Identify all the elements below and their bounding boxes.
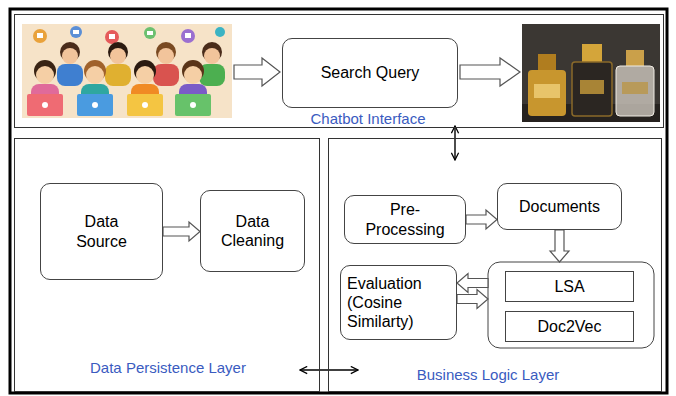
perfume-photo bbox=[622, 82, 648, 94]
people-illustration bbox=[204, 48, 220, 64]
box-label: LSA bbox=[554, 277, 584, 296]
process-box: Pre-Processing bbox=[344, 195, 466, 244]
box-label: Pre-Processing bbox=[351, 200, 459, 238]
people-illustration bbox=[73, 30, 79, 34]
people-illustration bbox=[142, 102, 148, 108]
people-illustration bbox=[37, 33, 43, 38]
box-label: Data Cleaning bbox=[221, 212, 285, 250]
perfume-photo bbox=[534, 84, 560, 98]
flow-arrow bbox=[300, 369, 358, 370]
people-illustration bbox=[33, 29, 47, 43]
perfume-photo bbox=[616, 66, 654, 116]
process-box: Data Cleaning bbox=[200, 190, 305, 272]
people-illustration bbox=[185, 33, 191, 38]
people-illustration bbox=[147, 31, 153, 35]
box-label: Evaluation (Cosine Similarty) bbox=[347, 274, 450, 332]
outer-border bbox=[10, 9, 667, 393]
people-illustration bbox=[144, 27, 156, 39]
layer-label: Chatbot Interface bbox=[310, 110, 425, 128]
perfume-photo bbox=[528, 70, 566, 116]
flow-arrow bbox=[466, 210, 497, 229]
layer-label: Business Logic Layer bbox=[417, 366, 560, 384]
people-illustration bbox=[181, 29, 195, 43]
process-box: Doc2Vec bbox=[505, 311, 634, 342]
flow-arrow bbox=[457, 290, 488, 309]
people-illustration bbox=[77, 94, 113, 116]
perfume-photo bbox=[582, 44, 602, 62]
people-illustration bbox=[36, 66, 54, 84]
people-illustration bbox=[110, 48, 126, 64]
people-illustration bbox=[175, 94, 211, 116]
perfume-photo bbox=[522, 24, 660, 122]
people-illustration bbox=[57, 64, 83, 86]
people-illustration bbox=[62, 48, 78, 64]
people-illustration bbox=[158, 48, 174, 64]
people-illustration bbox=[105, 30, 119, 44]
box-label: Documents bbox=[519, 197, 600, 216]
people-illustration bbox=[109, 34, 115, 39]
flow-arrow bbox=[457, 274, 488, 293]
flow-arrow bbox=[163, 222, 200, 241]
people-illustration bbox=[153, 64, 179, 86]
flow-arrow bbox=[454, 126, 455, 160]
process-box: LSA bbox=[505, 271, 634, 302]
process-box: Documents bbox=[497, 183, 622, 230]
layer-label: Data Persistence Layer bbox=[90, 359, 246, 377]
flow-arrow bbox=[460, 58, 520, 86]
people-illustration bbox=[70, 26, 82, 38]
people-illustration bbox=[105, 64, 131, 86]
model-group bbox=[488, 262, 654, 348]
perfume-photo bbox=[580, 80, 604, 94]
perfume-photo bbox=[522, 24, 660, 122]
people-illustration bbox=[86, 66, 104, 84]
flow-arrow bbox=[234, 58, 280, 86]
people-illustration bbox=[22, 24, 232, 118]
process-box: Search Query bbox=[282, 38, 458, 108]
box-label: Search Query bbox=[321, 63, 420, 82]
perfume-photo bbox=[626, 50, 644, 66]
process-box: Evaluation (Cosine Similarty) bbox=[340, 265, 457, 340]
box-label: Data Source bbox=[70, 212, 134, 250]
perfume-photo bbox=[572, 62, 612, 116]
people-illustration bbox=[190, 102, 196, 108]
people-illustration bbox=[22, 24, 232, 118]
people-illustration bbox=[27, 94, 63, 116]
layer-band: Chatbot Interface Search Query bbox=[14, 14, 664, 128]
layer-band: Data Persistence Layer Data Source Data Cl… bbox=[14, 138, 320, 392]
people-illustration bbox=[136, 66, 154, 84]
people-illustration bbox=[184, 66, 202, 84]
flow-arrow bbox=[550, 230, 569, 262]
people-illustration bbox=[127, 94, 163, 116]
people-illustration bbox=[215, 27, 225, 37]
people-illustration bbox=[92, 102, 98, 108]
process-box: Data Source bbox=[40, 183, 163, 280]
people-illustration bbox=[42, 102, 48, 108]
perfume-photo bbox=[538, 54, 556, 70]
layer-band: Business Logic Layer Pre-Processing Docume… bbox=[328, 138, 662, 392]
box-label: Doc2Vec bbox=[537, 317, 601, 336]
